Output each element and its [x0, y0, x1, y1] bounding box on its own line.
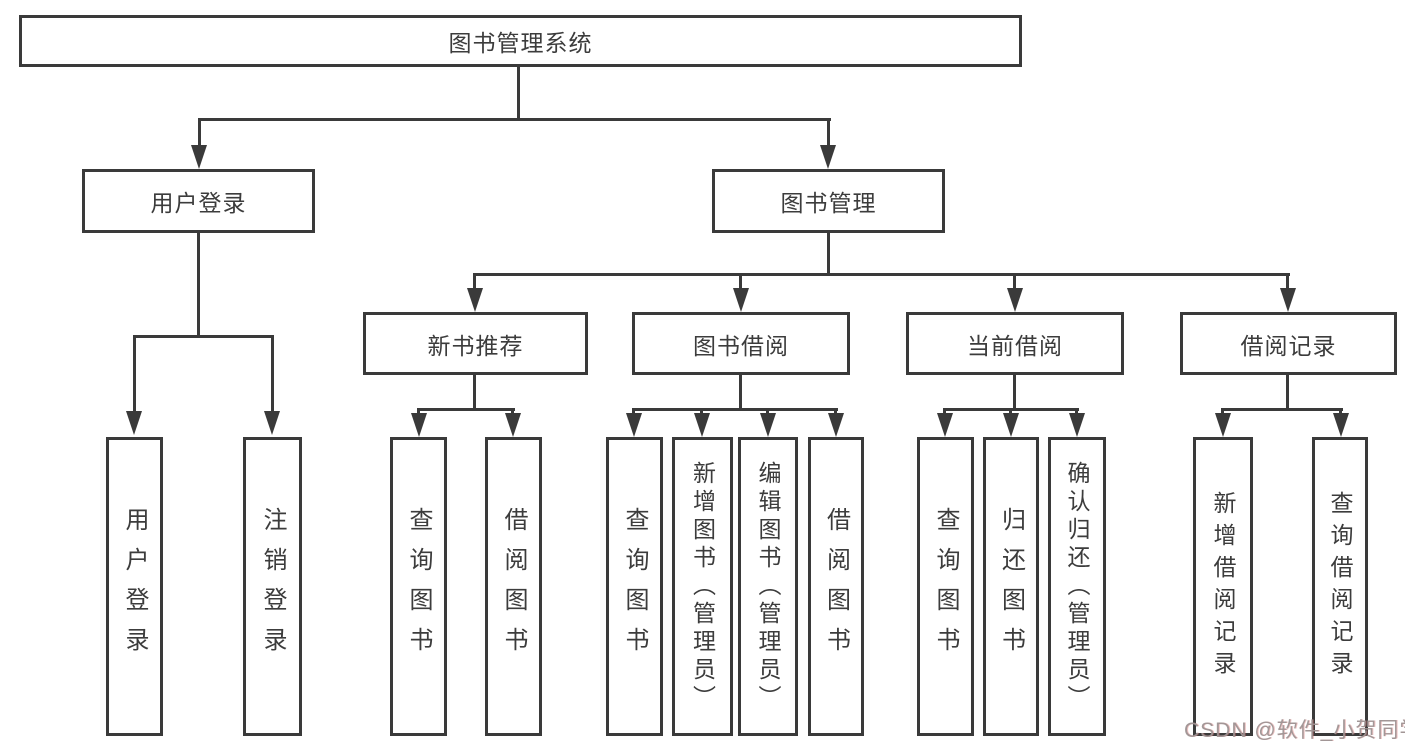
- current-borrow-node-box: 当前借阅: [906, 312, 1124, 375]
- connector-leaf-stub: [1009, 408, 1012, 415]
- connector-to-borrow-records: [1286, 273, 1289, 289]
- current-confirm-leaf-box: 确认归还（管理员）: [1048, 437, 1106, 736]
- records-add-leaf-label: 新增借阅记录: [1210, 490, 1236, 683]
- connector-user-login-stub: [197, 233, 200, 335]
- borrow-edit-leaf-box: 编辑图书（管理员）: [738, 437, 798, 736]
- borrow-borrow-leaf-box: 借阅图书: [808, 437, 864, 736]
- records-query-leaf-box: 查询借阅记录: [1312, 437, 1368, 736]
- current-borrow-node-label: 当前借阅: [967, 332, 1063, 359]
- newbooks-query-leaf-label: 查询图书: [405, 506, 432, 667]
- newbooks-query-leaf-box: 查询图书: [390, 437, 447, 736]
- borrow-records-node-label: 借阅记录: [1240, 332, 1337, 359]
- arrow-down-icon: [467, 288, 483, 312]
- book-mgmt-node-box: 图书管理: [712, 169, 945, 233]
- arrow-down-icon: [937, 413, 953, 437]
- current-query-leaf-label: 查询图书: [932, 506, 959, 667]
- user-login-node-box: 用户登录: [82, 169, 315, 233]
- arrow-down-icon: [626, 413, 642, 437]
- connector-borrow-records-horizontal: [1222, 408, 1343, 411]
- connector-to-user-login-leaf: [133, 335, 136, 412]
- connector-leaf-stub: [943, 408, 946, 415]
- arrow-down-icon: [733, 288, 749, 312]
- connector-borrow-records-stub: [1286, 374, 1289, 408]
- connector-to-new-books: [473, 273, 476, 289]
- arrow-down-icon: [1333, 413, 1349, 437]
- connector-root-horizontal: [198, 118, 831, 121]
- records-add-leaf-box: 新增借阅记录: [1193, 437, 1253, 736]
- connector-leaf-stub: [632, 408, 635, 415]
- connector-leaf-stub: [1221, 408, 1224, 415]
- connector-leaf-stub: [511, 408, 514, 415]
- arrow-down-icon: [760, 413, 776, 437]
- borrow-edit-leaf-label: 编辑图书（管理员）: [755, 460, 781, 713]
- connector-book-borrow-horizontal: [633, 408, 838, 411]
- arrow-down-icon: [694, 413, 710, 437]
- arrow-down-icon: [828, 413, 844, 437]
- current-query-leaf-box: 查询图书: [917, 437, 974, 736]
- connector-root-to-user-login: [198, 118, 201, 146]
- connector-leaf-stub: [834, 408, 837, 415]
- arrow-down-icon: [1007, 288, 1023, 312]
- connector-user-login-horizontal: [133, 335, 274, 338]
- newbooks-borrow-leaf-box: 借阅图书: [485, 437, 542, 736]
- borrow-add-leaf-label: 新增图书（管理员）: [689, 460, 716, 713]
- connector-to-logout-leaf: [271, 335, 274, 412]
- connector-leaf-stub: [1339, 408, 1342, 415]
- arrow-down-icon: [411, 413, 427, 437]
- newbooks-borrow-leaf-label: 借阅图书: [500, 506, 527, 667]
- connector-to-book-borrow: [739, 273, 742, 289]
- current-return-leaf-box: 归还图书: [983, 437, 1039, 736]
- records-query-leaf-label: 查询借阅记录: [1327, 490, 1353, 683]
- arrow-down-icon: [820, 145, 836, 169]
- root-node-label: 图书管理系统: [448, 30, 593, 56]
- logout-leaf-box: 注销登录: [243, 437, 302, 736]
- connector-new-books-horizontal: [418, 408, 515, 411]
- connector-leaf-stub: [766, 408, 769, 415]
- arrow-down-icon: [126, 411, 142, 435]
- borrow-add-leaf-box: 新增图书（管理员）: [672, 437, 733, 736]
- current-return-leaf-label: 归还图书: [997, 506, 1025, 667]
- logout-leaf-label: 注销登录: [259, 506, 286, 667]
- user-login-leaf-box: 用户登录: [106, 437, 163, 736]
- book-borrow-node-box: 图书借阅: [632, 312, 850, 375]
- connector-leaf-stub: [700, 408, 703, 415]
- arrow-down-icon: [1280, 288, 1296, 312]
- arrow-down-icon: [1069, 413, 1085, 437]
- connector-current-borrow-stub: [1013, 374, 1016, 408]
- arrow-down-icon: [505, 413, 521, 437]
- book-mgmt-node-label: 图书管理: [780, 190, 877, 216]
- connector-book-borrow-stub: [739, 374, 742, 408]
- connector-new-books-stub: [473, 374, 476, 408]
- connector-root-to-book-mgmt: [827, 118, 830, 146]
- current-confirm-leaf-label: 确认归还（管理员）: [1064, 460, 1090, 713]
- connector-leaf-stub: [417, 408, 420, 415]
- borrow-query-leaf-label: 查询图书: [621, 506, 648, 667]
- new-books-node-box: 新书推荐: [363, 312, 588, 375]
- book-borrow-node-label: 图书借阅: [693, 332, 789, 359]
- user-login-leaf-label: 用户登录: [121, 506, 148, 667]
- user-login-node-label: 用户登录: [150, 190, 247, 216]
- borrow-borrow-leaf-label: 借阅图书: [822, 506, 850, 667]
- connector-root-stub: [517, 66, 520, 119]
- arrow-down-icon: [264, 411, 280, 435]
- connector-leaf-stub: [1075, 408, 1078, 415]
- connector-to-current-borrow: [1013, 273, 1016, 289]
- root-node-box: 图书管理系统: [19, 15, 1022, 67]
- arrow-down-icon: [1215, 413, 1231, 437]
- borrow-records-node-box: 借阅记录: [1180, 312, 1397, 375]
- arrow-down-icon: [1003, 413, 1019, 437]
- connector-book-mgmt-stub: [827, 233, 830, 273]
- borrow-query-leaf-box: 查询图书: [606, 437, 663, 736]
- new-books-node-label: 新书推荐: [427, 332, 524, 359]
- arrow-down-icon: [191, 145, 207, 169]
- connector-book-mgmt-horizontal: [474, 273, 1290, 276]
- csdn-watermark: CSDN @软件_小贺同学: [1184, 719, 1405, 742]
